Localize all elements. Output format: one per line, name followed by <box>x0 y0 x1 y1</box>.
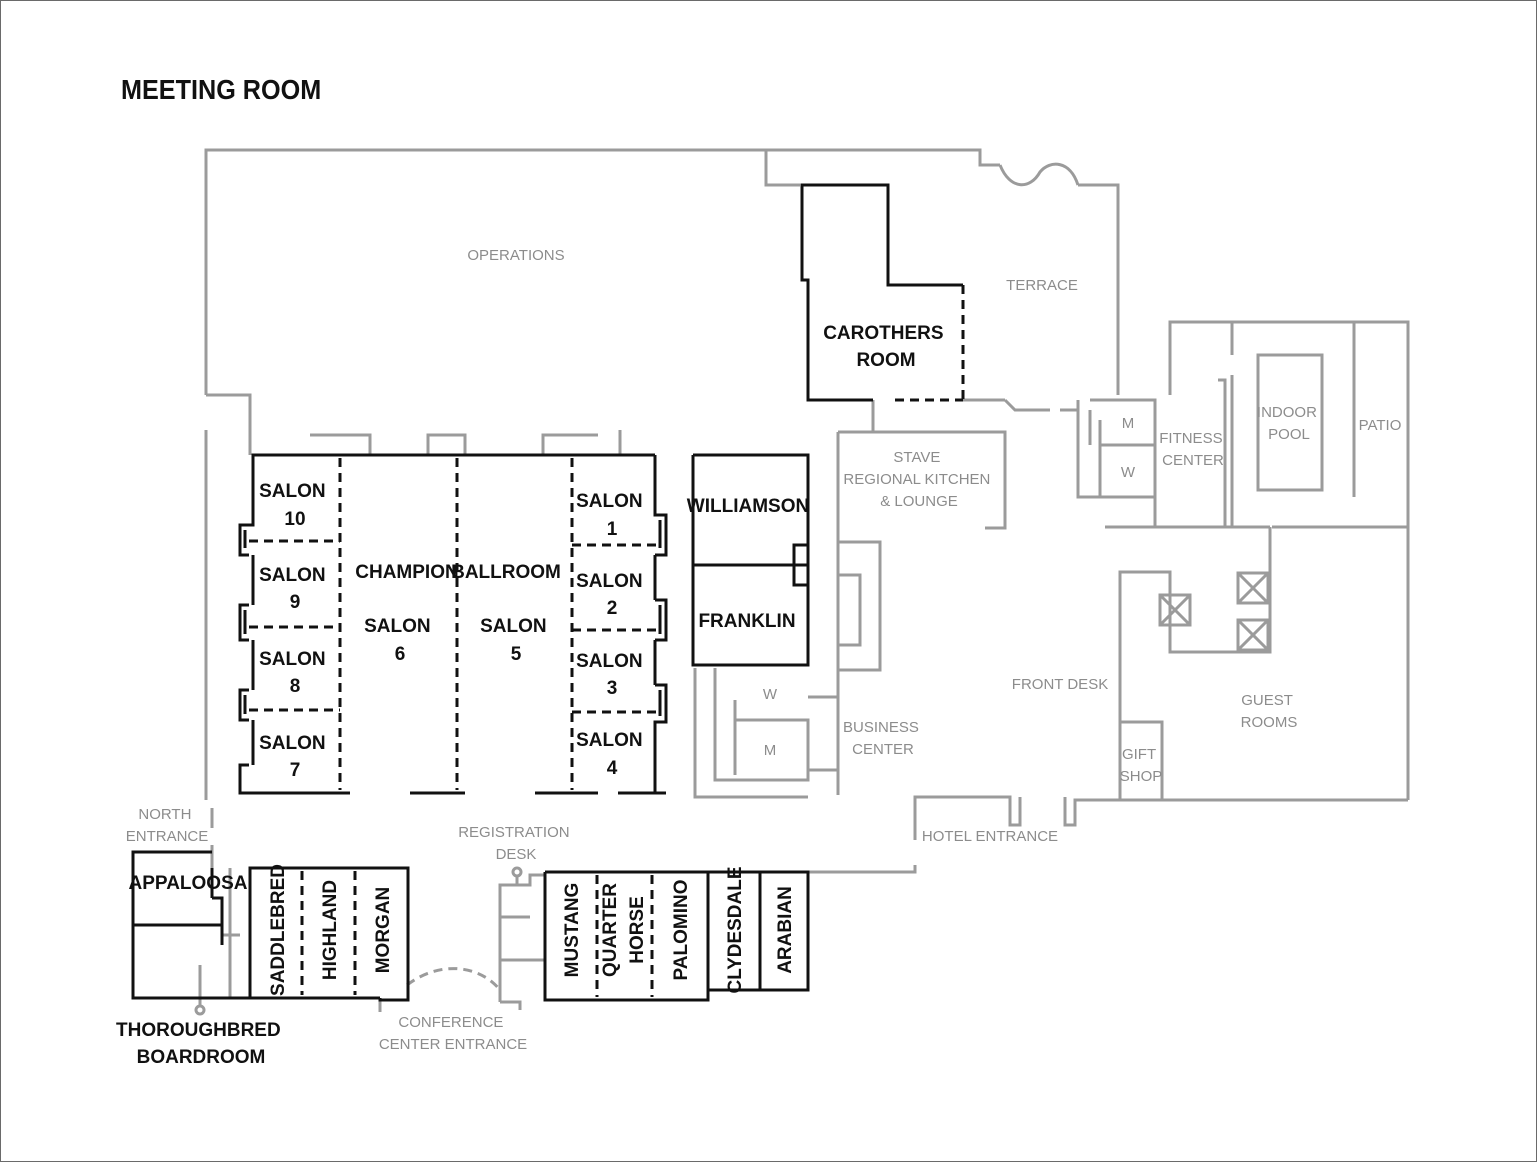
mustang-label[interactable]: MUSTANG <box>562 883 583 978</box>
business-center-label: BUSINESS CENTER <box>843 719 923 758</box>
champion-label[interactable]: CHAMPION <box>355 562 458 583</box>
restroom-m-label: M <box>1122 415 1135 432</box>
restroom-m-label-2: M <box>764 742 777 759</box>
salon-4-label[interactable]: SALON 4 <box>576 730 648 779</box>
meeting-room-labels: SALON 10 SALON 9 SALON 8 SALON 7 CHAMPIO… <box>116 323 949 1068</box>
salon-7-label[interactable]: SALON 7 <box>259 733 331 781</box>
conference-center-entrance-label: CONFERENCE CENTER ENTRANCE <box>379 1014 527 1053</box>
hotel-entrance-label: HOTEL ENTRANCE <box>922 828 1058 845</box>
salon-3-label[interactable]: SALON 3 <box>576 651 648 699</box>
salon-6-label[interactable]: SALON 6 <box>364 616 436 665</box>
map-title: MEETING ROOM <box>121 74 322 105</box>
ballroom-label[interactable]: BALLROOM <box>451 562 561 583</box>
gift-shop-label: GIFT SHOP <box>1120 746 1163 785</box>
guest-rooms-label: GUEST ROOMS <box>1241 692 1298 731</box>
franklin-label[interactable]: FRANKLIN <box>698 611 795 632</box>
carothers-room-label[interactable]: CAROTHERS ROOM <box>823 323 949 371</box>
horse-label[interactable]: HORSE <box>627 896 648 964</box>
north-entrance-label: NORTH ENTRANCE <box>126 806 209 845</box>
restroom-w-label-2: W <box>763 686 778 703</box>
arabian-label[interactable]: ARABIAN <box>775 886 796 974</box>
front-desk-label: FRONT DESK <box>1012 676 1108 693</box>
meeting-room-outlines <box>131 183 965 1002</box>
thoroughbred-boardroom-label[interactable]: THOROUGHBRED BOARDROOM <box>116 1020 286 1068</box>
salon-8-label[interactable]: SALON 8 <box>259 649 331 697</box>
salon-5-label[interactable]: SALON 5 <box>480 616 552 665</box>
fitness-center-label: FITNESS CENTER <box>1159 430 1227 469</box>
facility-labels: OPERATIONS TERRACE STAVE REGIONAL KITCHE… <box>126 247 1402 1053</box>
terrace-label: TERRACE <box>1006 277 1078 294</box>
salon-1-label[interactable]: SALON 1 <box>576 491 648 540</box>
operations-label: OPERATIONS <box>467 247 564 264</box>
registration-desk-label: REGISTRATION DESK <box>458 824 574 863</box>
salon-2-label[interactable]: SALON 2 <box>576 571 648 619</box>
salon-9-label[interactable]: SALON 9 <box>259 565 331 613</box>
patio-label: PATIO <box>1359 417 1402 434</box>
restroom-w-label: W <box>1121 464 1136 481</box>
morgan-label[interactable]: MORGAN <box>373 887 394 974</box>
stave-kitchen-label: STAVE REGIONAL KITCHEN & LOUNGE <box>843 449 994 510</box>
indoor-pool-label: INDOOR POOL <box>1257 404 1321 443</box>
highland-label[interactable]: HIGHLAND <box>320 880 341 980</box>
palomino-label[interactable]: PALOMINO <box>671 880 692 981</box>
clydesdale-label[interactable]: CLYDESDALE <box>725 866 746 993</box>
quarter-label[interactable]: QUARTER <box>600 883 621 977</box>
williamson-label[interactable]: WILLIAMSON <box>687 496 809 517</box>
appaloosa-label[interactable]: APPALOOSA <box>129 873 248 894</box>
building-outline <box>194 148 1410 1016</box>
saddlebred-label[interactable]: SADDLEBRED <box>268 864 289 996</box>
salon-10-label[interactable]: SALON 10 <box>259 481 331 530</box>
